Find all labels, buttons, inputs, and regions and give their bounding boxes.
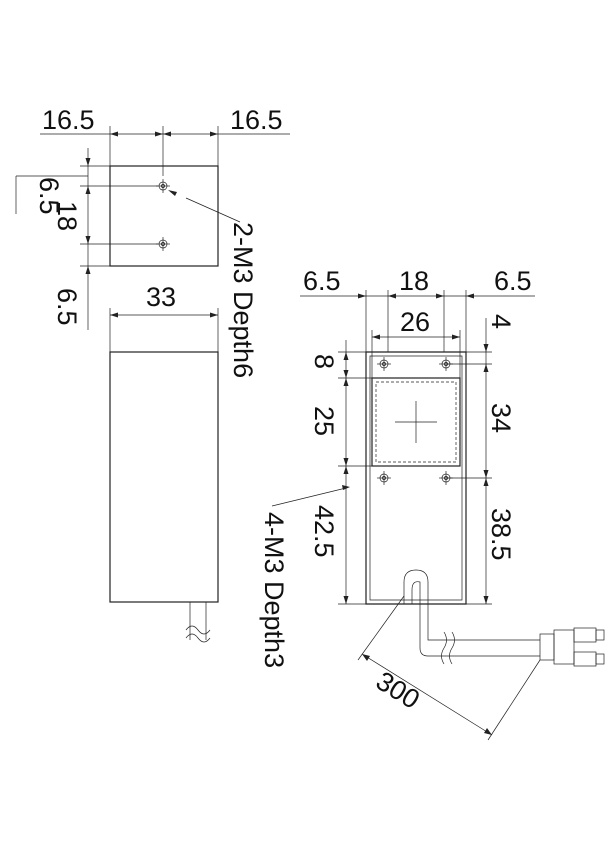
- dim-window-height: 25: [309, 406, 339, 436]
- dim-window-width: 26: [400, 307, 430, 337]
- dim-top-hole: 8: [309, 354, 339, 369]
- dim-right-offset: 16.5: [230, 105, 283, 135]
- connector: [539, 627, 605, 667]
- dim-lower-right: 38.5: [486, 508, 516, 561]
- front-thread-note: 4-M3 Depth3: [259, 512, 289, 668]
- dim-bottom-offset: 6.5: [52, 288, 82, 326]
- top-view-outline: [109, 165, 219, 267]
- dim-right-span: 34: [486, 403, 516, 433]
- dim-cable-length: 300: [371, 666, 425, 715]
- front-note-leader: [271, 487, 347, 507]
- side-cable-break: [185, 625, 211, 643]
- top-hole-lower: [156, 237, 170, 251]
- front-hole-top-left: [377, 357, 391, 371]
- dim-side-width: 33: [146, 282, 176, 312]
- dim-center-width: 18: [399, 266, 429, 296]
- top-thread-note: 2-M3 Depth6: [228, 222, 258, 378]
- dim-right-margin: 6.5: [494, 266, 532, 296]
- cable-break: [441, 631, 455, 665]
- side-view-outline: [109, 351, 219, 603]
- dim-hole-spacing: 18: [52, 201, 82, 231]
- front-window: [371, 377, 461, 467]
- top-view: 16.5 16.5 6.5 18 6.5 2-M3 Depth6: [15, 105, 290, 378]
- dim-top-offset: 6.5: [34, 177, 64, 215]
- dim-lower-left: 42.5: [309, 505, 339, 558]
- front-body-inner: [369, 355, 463, 601]
- cable-upper: [403, 569, 540, 641]
- dim-top-margin-right: 4: [486, 314, 516, 329]
- front-view: 6.5 18 6.5 26: [259, 266, 605, 741]
- cable-length-dim-line: [361, 653, 493, 736]
- front-hole-bottom-left: [377, 471, 391, 485]
- dim-left-margin: 6.5: [303, 266, 341, 296]
- dim-left-offset: 16.5: [42, 105, 95, 135]
- top-hole-upper: [156, 179, 170, 193]
- top-note-leader: [185, 197, 241, 223]
- side-view: 33: [109, 282, 219, 643]
- cable-lower: [411, 581, 540, 657]
- front-window-inner: [375, 381, 457, 463]
